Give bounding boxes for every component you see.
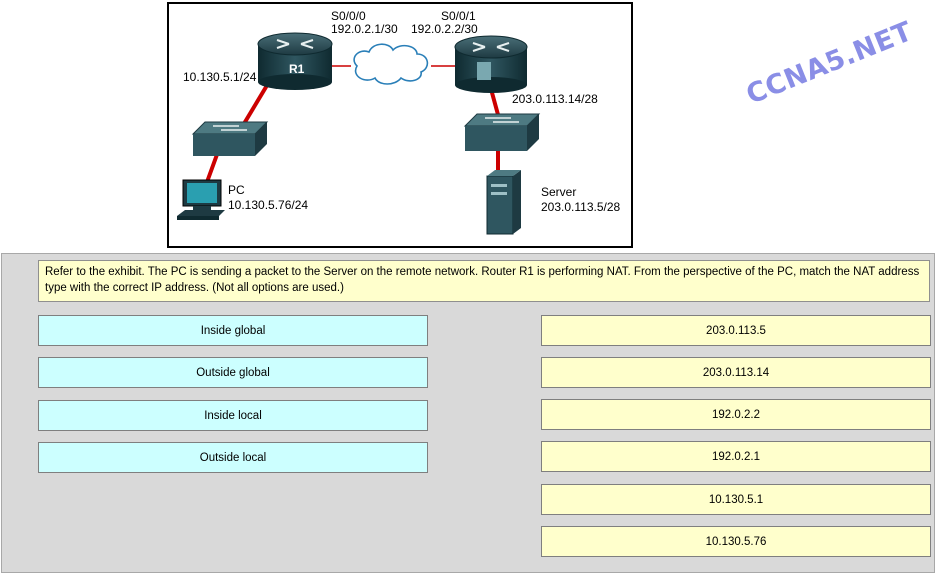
option-192-0-2-1[interactable]: 192.0.2.1 — [541, 441, 931, 472]
s0-0-1-label: S0/0/1 — [441, 9, 476, 23]
s0-0-0-ip-label: 192.0.2.1/30 — [331, 22, 398, 36]
router-r1-icon — [257, 32, 333, 90]
term-outside-local[interactable]: Outside local — [38, 442, 428, 473]
s0-0-1-ip-label: 192.0.2.2/30 — [411, 22, 478, 36]
option-10-130-5-76[interactable]: 10.130.5.76 — [541, 526, 931, 557]
topology-diagram — [177, 32, 541, 235]
pc-icon — [177, 179, 225, 220]
term-outside-global[interactable]: Outside global — [38, 357, 428, 388]
server-ip-label: 203.0.113.5/28 — [541, 200, 621, 214]
question-text: Refer to the exhibit. The PC is sending … — [38, 260, 930, 302]
s0-0-0-label: S0/0/0 — [331, 9, 366, 23]
option-203-0-113-5[interactable]: 203.0.113.5 — [541, 315, 931, 346]
pc-name-label: PC — [228, 183, 245, 197]
wan-cloud-icon — [353, 43, 429, 85]
server-name-label: Server — [541, 185, 577, 199]
option-10-130-5-1[interactable]: 10.130.5.1 — [541, 484, 931, 515]
server-icon — [486, 170, 521, 235]
remote-router-lan-ip-label: 203.0.113.14/28 — [512, 92, 598, 106]
watermark-logo: CCNA5.NET — [742, 16, 917, 111]
option-192-0-2-2[interactable]: 192.0.2.2 — [541, 399, 931, 430]
r1-name-label: R1 — [289, 62, 305, 76]
option-203-0-113-14[interactable]: 203.0.113.14 — [541, 357, 931, 388]
r1-lan-ip-label: 10.130.5.1/24 — [183, 70, 257, 84]
network-exhibit: S0/0/0 192.0.2.1/30 S0/0/1 192.0.2.2/30 … — [167, 2, 633, 248]
switch-right-icon — [463, 113, 541, 151]
pc-ip-label: 10.130.5.76/24 — [228, 198, 309, 212]
switch-left-icon — [191, 121, 269, 156]
term-inside-global[interactable]: Inside global — [38, 315, 428, 346]
router-remote-icon — [454, 35, 528, 93]
term-inside-local[interactable]: Inside local — [38, 400, 428, 431]
